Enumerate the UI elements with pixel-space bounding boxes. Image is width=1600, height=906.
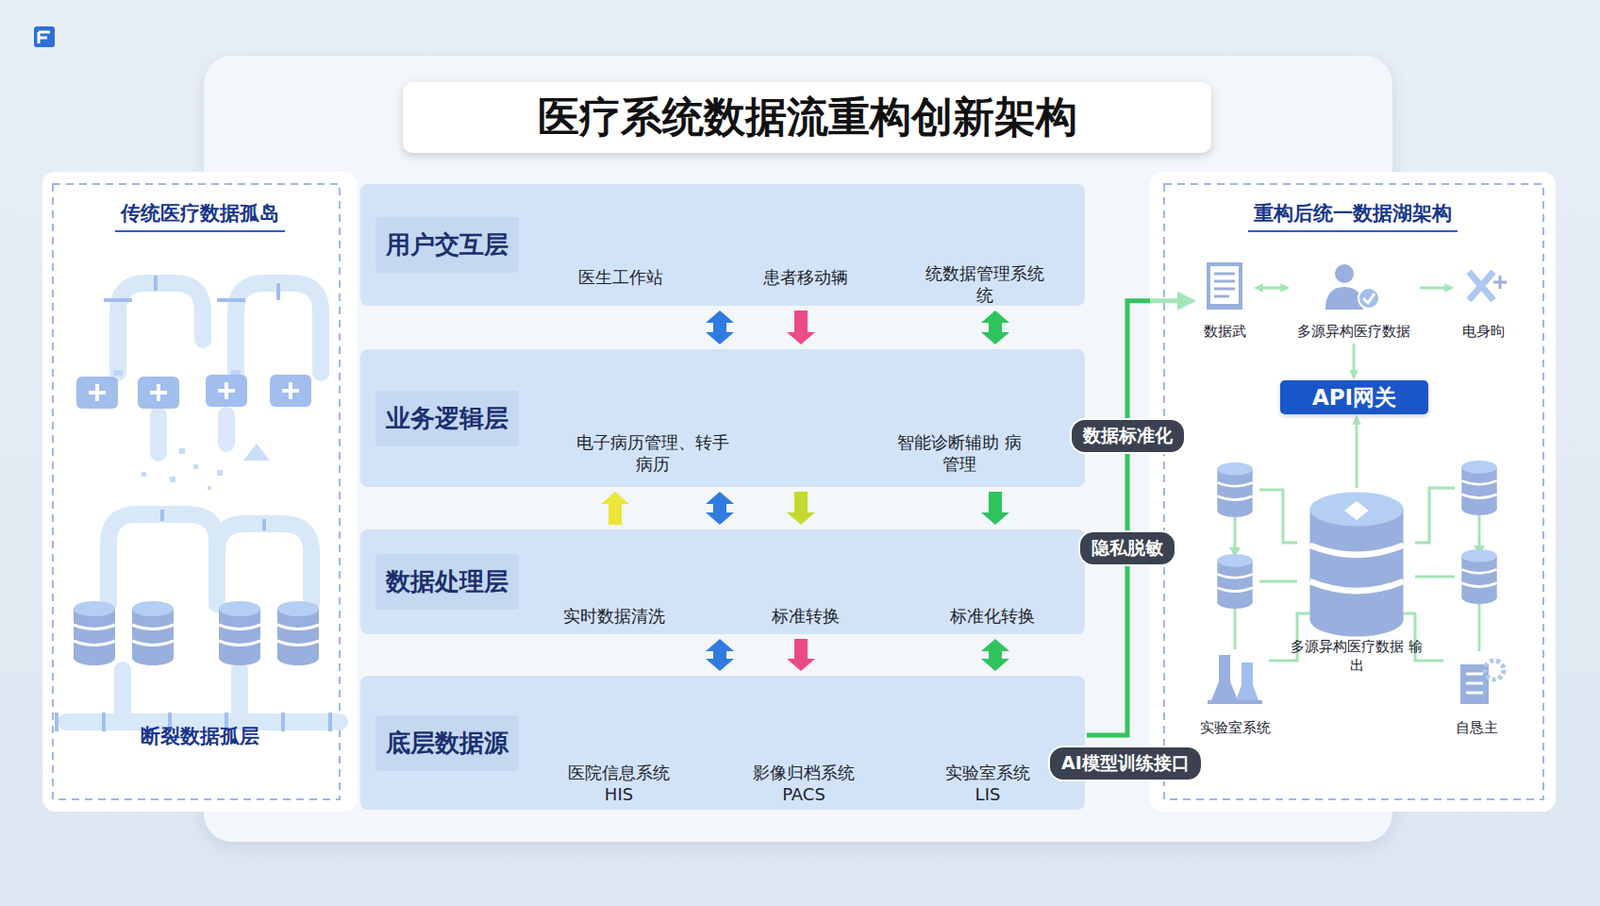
component-label: 医生工作站 bbox=[566, 266, 676, 289]
panel-heading: 传统医疗数据孤岛 bbox=[115, 200, 285, 233]
panel-heading: 重构后统一数据湖架构 bbox=[1248, 200, 1458, 233]
side-panel: 传统医疗数据孤岛断裂数据孤层 bbox=[42, 171, 358, 812]
component-node: 医生工作站 bbox=[566, 266, 676, 289]
layer-label: 业务逻辑层 bbox=[375, 390, 519, 447]
connector bbox=[981, 638, 1010, 671]
connector bbox=[786, 638, 816, 671]
layer-band: 用户交互层医生工作站 患者移动辆 统数据管理系统 统 bbox=[360, 183, 1085, 306]
connector bbox=[786, 310, 816, 345]
component-node: 患者移动辆 bbox=[750, 266, 861, 289]
connector bbox=[981, 310, 1010, 345]
gateway-box: API网关 bbox=[1280, 380, 1429, 415]
component-label: 实时数据清洗 bbox=[550, 605, 678, 628]
component-node: 智能诊断辅助 病 管理 bbox=[887, 432, 1032, 475]
component-node: 影像归档系统 PACS bbox=[747, 762, 861, 805]
edge-note: 隐私脱敏 bbox=[1078, 530, 1177, 567]
side-panel: 重构后统一数据湖架构数据武 多源异构医疗数据 电身昫 API网关多源异构医疗数据 输出… bbox=[1150, 171, 1556, 812]
connector bbox=[705, 491, 734, 525]
component-label: 影像归档系统 PACS bbox=[747, 762, 861, 805]
gateway-label: API网关 bbox=[1312, 383, 1397, 413]
connector bbox=[981, 491, 1010, 525]
layer-band: 数据处理层实时数据清洗 标准转换 标准化转换 bbox=[360, 529, 1085, 634]
panel-footer: 断裂数据孤层 bbox=[140, 722, 260, 750]
component-node: 电身昫 bbox=[1454, 260, 1512, 342]
layer-band: 业务逻辑层电子病历管理、转手 病历 智能诊断辅助 病 管理 bbox=[360, 349, 1085, 487]
component-node: 实时数据清洗 bbox=[550, 605, 678, 628]
component-node: 统数据管理系统 统 bbox=[919, 263, 1050, 306]
component-label: 实验室系统 bbox=[1200, 718, 1271, 738]
title-box: 医疗系统数据流重构创新架构 bbox=[402, 82, 1212, 153]
layer-band: 底层数据源医院信息系统 HIS 影像归档系统 PACS 实验室系统 LIS bbox=[360, 675, 1085, 810]
component-label: 多源异构医疗数据 bbox=[1297, 322, 1411, 342]
component-label: 实验室系统 LIS bbox=[931, 762, 1045, 805]
title-text: 医疗系统数据流重构创新架构 bbox=[537, 89, 1078, 146]
component-node: 实验室系统 LIS bbox=[931, 762, 1045, 805]
component-node: 实验室系统 bbox=[1193, 649, 1278, 738]
component-label: 医院信息系统 HIS bbox=[562, 762, 676, 805]
component-label: 自恳主 bbox=[1455, 718, 1499, 738]
component-label: 电子病历管理、转手 病历 bbox=[570, 432, 735, 475]
component-label: 电身昫 bbox=[1462, 322, 1505, 342]
connector bbox=[600, 491, 630, 525]
connector bbox=[705, 310, 734, 345]
connector bbox=[705, 638, 734, 671]
component-node: 电子病历管理、转手 病历 bbox=[570, 432, 735, 475]
layer-label: 数据处理层 bbox=[375, 553, 519, 610]
component-label: 智能诊断辅助 病 管理 bbox=[887, 432, 1032, 475]
layer-label: 底层数据源 bbox=[375, 715, 519, 771]
component-node: 多源异构医疗数据 输出 bbox=[1290, 490, 1423, 675]
component-node: 自恳主 bbox=[1448, 649, 1505, 738]
component-label: 患者移动辆 bbox=[750, 266, 861, 289]
edge-label: 数据标准化 bbox=[1069, 417, 1186, 454]
component-node: 标准化转换 bbox=[937, 605, 1048, 628]
component-label: 统数据管理系统 统 bbox=[919, 263, 1050, 306]
component-node: 医院信息系统 HIS bbox=[562, 762, 676, 805]
component-label: 多源异构医疗数据 输出 bbox=[1290, 637, 1423, 675]
component-node: 标准转换 bbox=[759, 605, 852, 628]
component-label: 标准化转换 bbox=[937, 605, 1048, 628]
edge-note: AI模型训练接口 bbox=[1048, 745, 1203, 782]
connector bbox=[786, 491, 816, 525]
component-node: 多源异构医疗数据 bbox=[1290, 260, 1417, 342]
component-label: 标准转换 bbox=[759, 605, 852, 628]
component-label: 数据武 bbox=[1203, 322, 1247, 342]
component-node: 数据武 bbox=[1196, 260, 1253, 342]
layer-label: 用户交互层 bbox=[375, 216, 519, 273]
